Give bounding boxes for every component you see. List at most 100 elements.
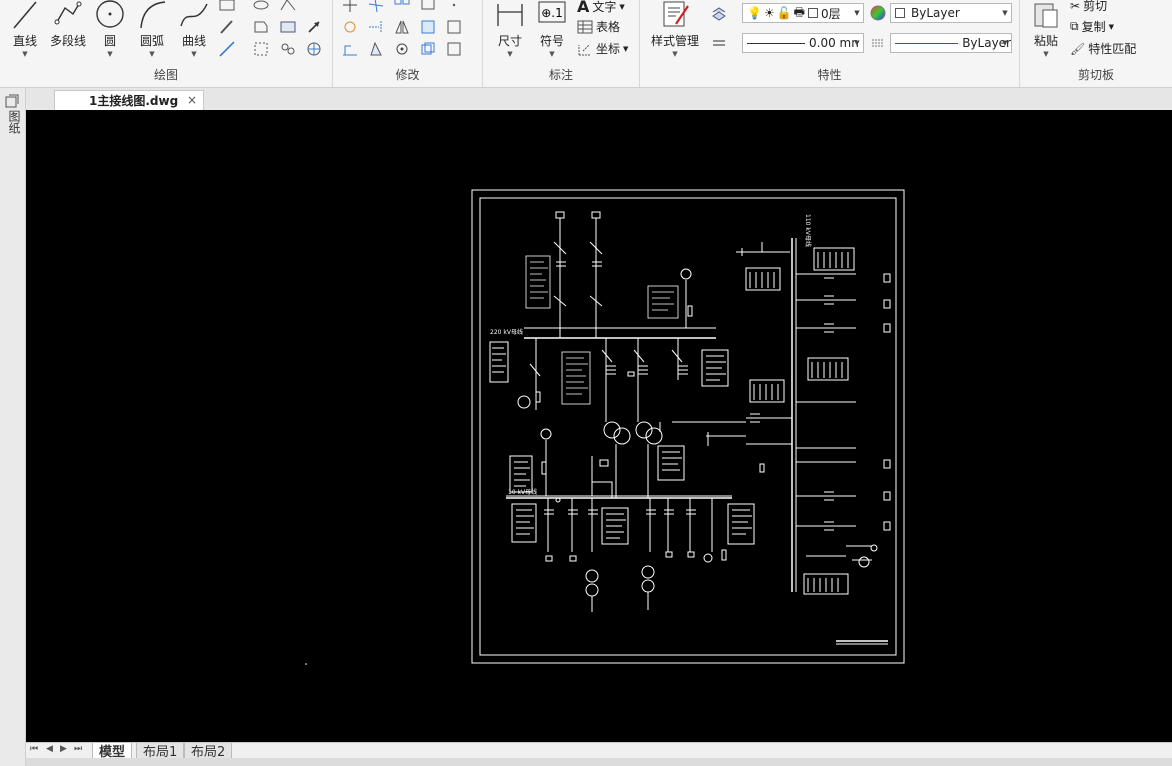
ellipse-icon[interactable] [252,0,270,14]
arc-tool-button[interactable]: 圆弧 ▼ [134,0,170,58]
tab-model[interactable]: 模型 [92,743,133,760]
chevron-down-icon: ▼ [549,50,555,58]
color-wheel-icon[interactable] [869,4,887,22]
copy-button[interactable]: ⧉ 复制 ▼ [1070,18,1114,35]
edit-icon[interactable] [445,40,463,58]
paste-label: 粘贴 [1033,34,1058,48]
layer-value: 0层 [821,6,841,21]
region-icon[interactable] [252,18,270,36]
modify-group-label: 修改 [395,68,420,82]
drawing-canvas[interactable]: 220 kV母线 10 kV母线 110 kV母线 [26,110,1172,742]
extend-icon[interactable] [367,18,385,36]
chevron-down-icon: ▼ [149,50,155,58]
chevron-down-icon: ▼ [1043,50,1049,58]
pen-icon[interactable] [218,18,236,36]
coordinate-tool-label: 坐标 [596,42,621,56]
style-manager-button[interactable]: 样式管理 ▼ [644,0,706,58]
chevron-down-icon: ▼ [854,9,860,17]
next-tab-icon[interactable]: ▶ [60,744,67,754]
drawing-border-inner [479,197,897,656]
table-block-3 [561,351,591,405]
symbol-tool-button[interactable]: ⊕.1 符号 ▼ [535,0,569,58]
branch-left-220 [489,338,541,410]
clipboard-group-label: 剪切板 [1077,68,1114,82]
offset-icon[interactable] [419,18,437,36]
scissors-icon: ✂ [1070,0,1081,13]
match-properties-button[interactable]: 🖌 特性匹配 [1070,40,1136,57]
layer-manager-icon[interactable] [710,4,728,22]
circle-tool-button[interactable]: 圆 ▼ [93,0,127,58]
document-tab[interactable]: 1主接线图.dwg × [54,90,204,110]
lineweight-sample [747,42,805,44]
first-tab-icon[interactable]: ⏮ [30,744,39,754]
prev-tab-icon[interactable]: ◀ [46,744,53,754]
color-dropdown[interactable]: ByLayer ▼ [890,3,1012,23]
paste-button[interactable]: 粘贴 ▼ [1028,0,1064,58]
linetype-sample [895,42,959,44]
ribbon: 直线 ▼ 多段线 圆 ▼ [0,0,1172,88]
line-tool-button[interactable]: 直线 ▼ [8,0,42,58]
last-tab-icon[interactable]: ⏭ [74,744,83,754]
layer-dropdown[interactable]: 💡 ☀ 🔓 🖶 0层 ▼ [742,3,864,23]
linetype-dropdown[interactable]: ByLayer ▼ [890,33,1012,53]
rectangle-icon[interactable] [218,0,236,14]
ray-icon[interactable] [218,40,236,58]
cut-label: 剪切 [1083,0,1108,13]
polyline-icon [54,1,82,25]
trim-icon[interactable] [367,0,385,14]
mirror-icon[interactable] [393,18,411,36]
curve-icon [180,3,208,27]
match-properties-label: 特性匹配 [1088,42,1137,56]
draw-group-label: 绘图 [153,68,178,82]
rotate-icon[interactable] [341,18,359,36]
text-tool-button[interactable]: A 文字 ▼ [577,0,625,16]
properties-group-label: 特性 [817,68,842,82]
refresh-icon[interactable] [393,40,411,58]
coordinate-icon [578,44,591,55]
close-icon[interactable]: × [186,93,197,107]
array-icon[interactable] [393,0,411,14]
move-icon[interactable] [341,0,359,14]
feeders-10kv [509,421,755,612]
hatch-icon[interactable] [252,40,270,58]
cut-button[interactable]: ✂ 剪切 [1070,0,1107,14]
dot-icon[interactable] [445,0,463,14]
chamfer-icon[interactable] [341,40,359,58]
dimension-tool-label: 尺寸 [497,34,522,48]
table-hatch-icon[interactable] [279,18,297,36]
text-a-icon: A [577,0,590,16]
branch-right-220 [627,338,729,387]
side-panel-label[interactable]: 图纸 [7,110,21,134]
lineweight-dropdown[interactable]: 0.00 mn ▼ [742,33,864,53]
wave-icon[interactable] [279,0,297,14]
linetype-list-icon[interactable] [710,34,728,52]
tab-layout1[interactable]: 布局1 [136,743,185,760]
chevron-down-icon: ▼ [1002,9,1008,17]
drawing-panel-icon[interactable] [5,94,19,108]
line-tool-label: 直线 [12,34,37,48]
symbol-tool-label: 符号 [539,34,564,48]
curve-tool-button[interactable]: 曲线 ▼ [177,0,211,58]
dimension-tool-button[interactable]: 尺寸 ▼ [493,0,527,58]
chevron-down-icon: ▼ [623,44,629,53]
explode-icon[interactable] [367,40,385,58]
tab-layout1-label: 布局1 [143,745,178,760]
coordinate-tool-button[interactable]: 坐标 ▼ [577,40,628,57]
sphere-icon[interactable] [305,40,323,58]
bus-220kv-label: 220 kV母线 [490,328,523,336]
line-icon [13,1,37,29]
match-brush-icon: 🖌 [1070,41,1086,56]
draw-group: 直线 ▼ 多段线 圆 ▼ [0,0,333,87]
table-tool-button[interactable]: 表格 [577,18,620,35]
block-icon[interactable] [279,40,297,58]
tab-layout2[interactable]: 布局2 [184,743,233,760]
linetype-icon[interactable] [869,34,887,52]
copy-object-icon[interactable] [419,40,437,58]
scale-icon[interactable] [445,18,463,36]
document-tab-bar: 1主接线图.dwg × [26,88,1172,110]
color-value: ByLayer [911,6,960,20]
polyline-tool-button[interactable]: 多段线 [46,0,90,49]
pick-arrow-icon[interactable] [305,18,323,36]
stretch-icon[interactable] [419,0,437,14]
